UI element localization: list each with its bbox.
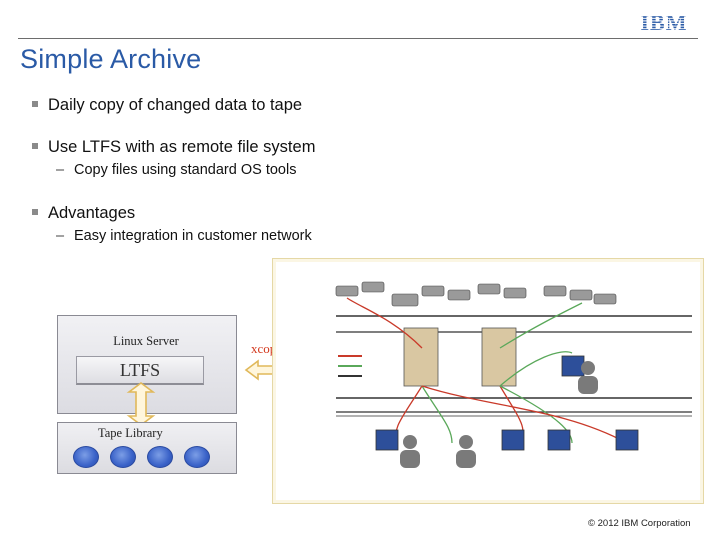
- bullet-marker: [32, 100, 38, 107]
- dash-marker: –: [56, 162, 65, 178]
- tape-cartridge-icon: [110, 446, 136, 468]
- sub-bullet-copy-files: –Copy files using standard OS tools: [56, 162, 297, 178]
- vertical-double-arrow-icon: [126, 382, 156, 426]
- bullet-ltfs: Use LTFS with as remote file system: [32, 138, 315, 157]
- network-diagram-illustration: [335, 281, 692, 468]
- ibm-logo: IBM: [636, 10, 692, 34]
- bullet-daily-copy: Daily copy of changed data to tape: [32, 96, 302, 115]
- tape-cartridge-icon: [73, 446, 99, 468]
- bullet-advantages: Advantages: [32, 204, 135, 223]
- bullet-marker: [32, 142, 38, 149]
- sub-bullet-integration: –Easy integration in customer network: [56, 228, 312, 244]
- title-divider: [18, 38, 698, 39]
- linux-server-label: Linux Server: [113, 334, 179, 348]
- tape-cartridge-icon: [147, 446, 173, 468]
- tape-library-label: Tape Library: [98, 426, 163, 440]
- dash-marker: –: [56, 228, 65, 244]
- bullet-marker: [32, 208, 38, 215]
- tape-cartridge-icon: [184, 446, 210, 468]
- copyright-footer: © 2012 IBM Corporation: [588, 518, 691, 529]
- ltfs-box: LTFS: [76, 356, 204, 385]
- slide-title: Simple Archive: [20, 44, 202, 74]
